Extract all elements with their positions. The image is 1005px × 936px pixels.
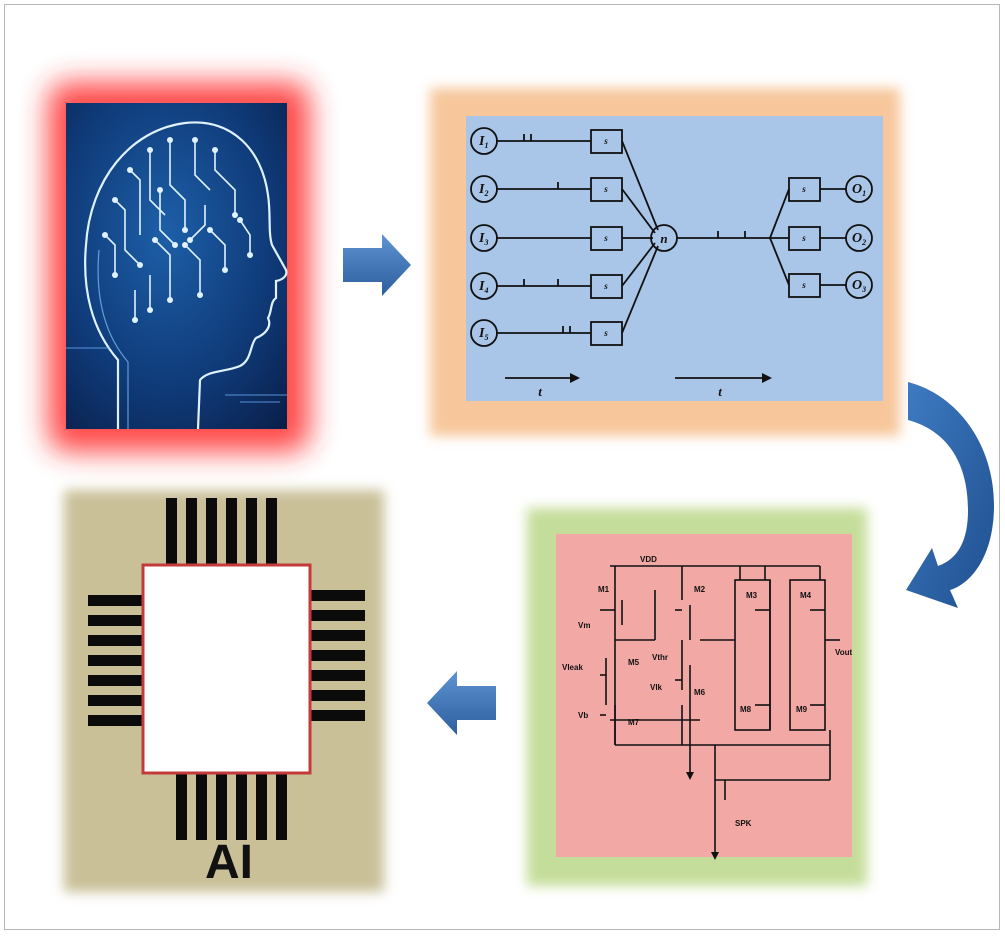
neuron-label: n [660, 231, 667, 246]
circuit-label-m3: M3 [746, 591, 758, 600]
chip-pin [88, 635, 143, 646]
chip-pin [310, 650, 365, 661]
circuit-label-m2: M2 [694, 585, 706, 594]
chip-pin [246, 498, 257, 565]
chip-pin [310, 610, 365, 621]
output-neuron-label: O2 [852, 231, 866, 247]
chip-pin [310, 630, 365, 641]
chip-pin [88, 615, 143, 626]
chip-pin [166, 498, 177, 565]
input-neuron-label: I3 [478, 231, 488, 247]
chip-pin [266, 498, 277, 565]
input-neuron-label: I5 [478, 326, 488, 342]
synapse-label: s [603, 136, 608, 146]
output-neuron-label: O3 [852, 278, 866, 294]
chip-pin [310, 670, 365, 681]
circuit-label-m5: M5 [628, 658, 640, 667]
chip-label: AI [205, 836, 253, 889]
circuit-voltage-vlk: Vlk [650, 683, 663, 692]
brain-panel-background [66, 103, 287, 429]
chip-pin [176, 773, 187, 840]
circuit-voltage-vthr: Vthr [652, 653, 668, 662]
chip-pin [88, 595, 143, 606]
circuit-supply-label: VDD [640, 555, 657, 564]
circuit-voltage-vleak: Vleak [562, 663, 583, 672]
chip-pin [88, 655, 143, 666]
brain-circuit-head-image [66, 121, 288, 430]
curved-down-arrow-icon [906, 382, 994, 608]
circuit-label-m9: M9 [796, 705, 808, 714]
input-neuron-label: I2 [478, 182, 488, 198]
right-arrow-icon [343, 234, 411, 296]
chip-pin [186, 498, 197, 565]
input-neuron-label: I1 [478, 134, 488, 150]
chip-die [141, 563, 312, 775]
circuit-label-m4: M4 [800, 591, 812, 600]
circuit-label-m6: M6 [694, 688, 706, 697]
chip-pin [216, 773, 227, 840]
circuit-label-m8: M8 [740, 705, 752, 714]
circuit-spk-label: SPK [735, 819, 752, 828]
chip-panel: AI [64, 490, 384, 892]
circuit-label-m7: M7 [628, 718, 640, 727]
circuit-voltage-vm: Vm [578, 621, 590, 630]
time-label-input: t [538, 384, 542, 399]
chip-icon [88, 498, 365, 840]
output-neuron-label: O1 [852, 182, 866, 198]
circuit-voltage-vb: Vb [578, 711, 588, 720]
neuron-circuit-schematic [600, 565, 840, 855]
chip-pin [196, 773, 207, 840]
synapse-label: s [801, 280, 806, 290]
synapse-label: s [603, 233, 608, 243]
time-label-output: t [718, 384, 722, 399]
snn-diagram [470, 127, 873, 379]
chip-pin [206, 498, 217, 565]
synapse-label: s [801, 233, 806, 243]
synapse-label: s [603, 328, 608, 338]
input-neuron-label: I4 [478, 279, 488, 295]
chip-pin [310, 710, 365, 721]
chip-pin [236, 773, 247, 840]
synapse-label: s [801, 184, 806, 194]
brain-panel [48, 82, 310, 452]
chip-pin [88, 715, 143, 726]
circuit-label-m1: M1 [598, 585, 610, 594]
synapse-label: s [603, 184, 608, 194]
chip-pin [88, 675, 143, 686]
chip-pin [88, 695, 143, 706]
chip-pin [310, 590, 365, 601]
circuit-panel: VDD SPK M1 M2 M3 M4 M5 M6 M7 M8 M9 Vm Vt… [527, 508, 867, 886]
left-arrow-icon [427, 671, 496, 735]
chip-pin [256, 773, 267, 840]
chip-pin [226, 498, 237, 565]
synapse-label: s [603, 281, 608, 291]
chip-pin [276, 773, 287, 840]
chip-pin [310, 690, 365, 701]
snn-panel-background [466, 116, 883, 401]
circuit-voltage-vout: Vout [835, 648, 853, 657]
